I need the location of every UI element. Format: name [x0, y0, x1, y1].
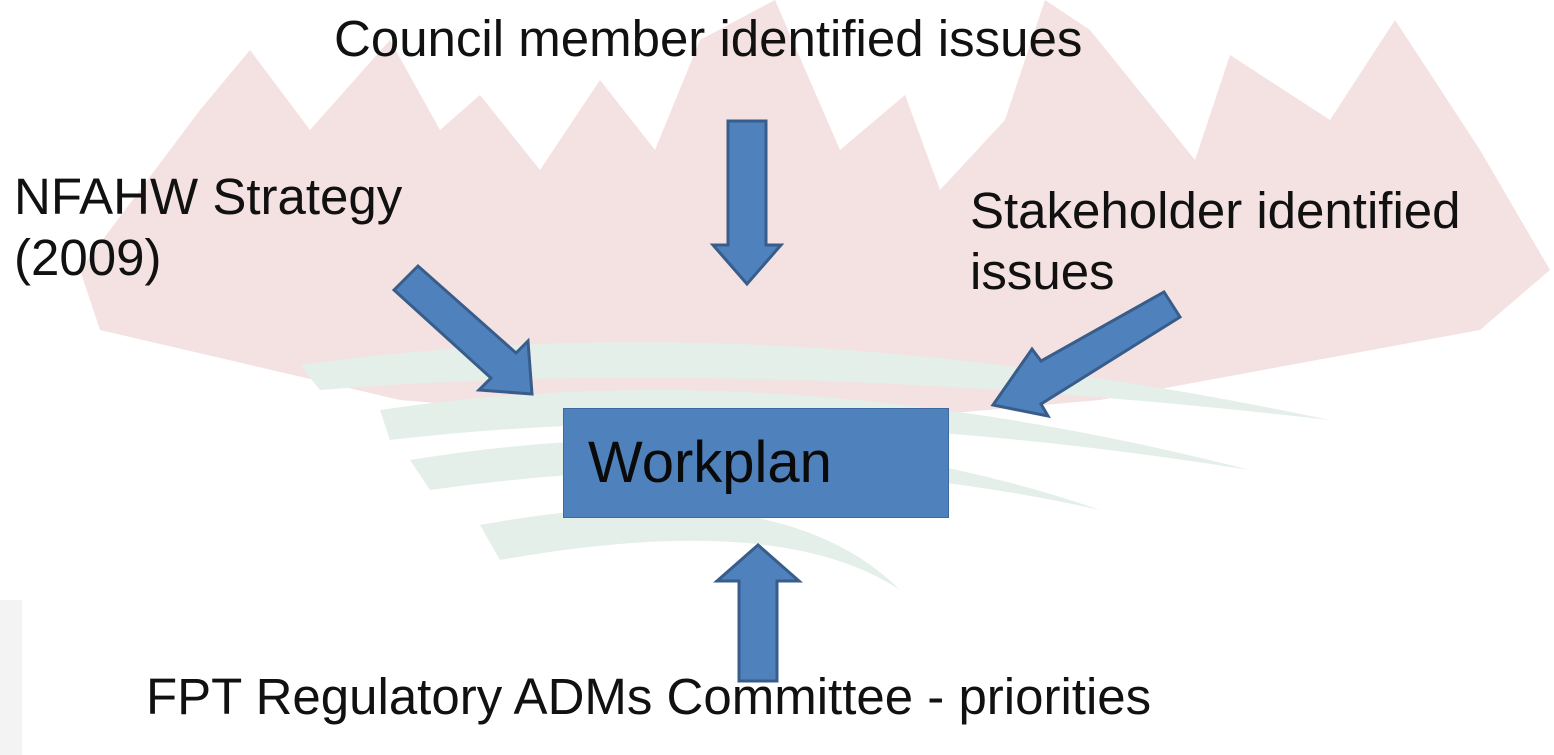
diagonal-down-left-arrow-icon [990, 289, 1183, 419]
left-input-line2: (2009) [14, 229, 162, 287]
right-input-line2: issues [970, 243, 1115, 301]
right-input-label: Stakeholder identified issues [970, 180, 1461, 302]
left-input-line1: NFAHW Strategy [14, 168, 403, 225]
bottom-input-label: FPT Regulatory ADMs Committee - prioriti… [146, 668, 1152, 725]
left-edge-shade [0, 600, 22, 755]
workplan-box: Workplan [563, 408, 949, 518]
diagonal-down-right-arrow-icon [391, 263, 534, 396]
workplan-label: Workplan [588, 430, 832, 495]
right-input-line1: Stakeholder identified [970, 182, 1461, 239]
up-arrow-icon [713, 543, 803, 683]
top-input-label: Council member identified issues [334, 10, 1083, 67]
down-arrow-icon [709, 119, 785, 287]
left-input-label: NFAHW Strategy (2009) [14, 166, 402, 288]
